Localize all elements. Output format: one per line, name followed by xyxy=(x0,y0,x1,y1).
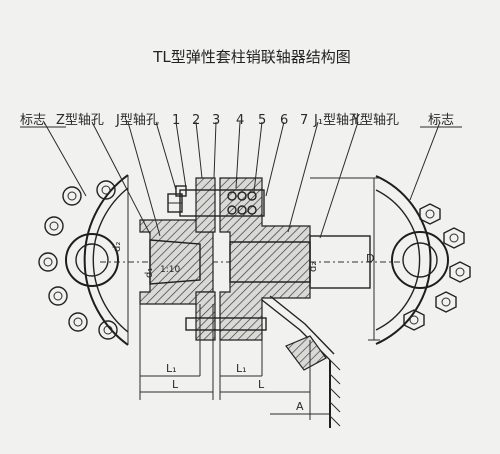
right-nut-heads xyxy=(403,203,471,331)
dim-d2-right: d₂ xyxy=(308,262,319,272)
left-pin-holes xyxy=(38,180,118,340)
label-part-4: 4 xyxy=(236,113,244,128)
dim-l-left: L xyxy=(172,378,179,391)
right-hub-bore xyxy=(391,231,449,289)
label-j1-bore: J₁型轴孔 xyxy=(313,113,362,128)
dimension-lines xyxy=(139,304,341,428)
dim-d2-left: d₂ xyxy=(112,242,123,252)
left-end-view xyxy=(38,174,129,346)
dim-d1: d₁ xyxy=(144,268,155,278)
label-z-bore: Z型轴孔 xyxy=(56,113,104,128)
section-view xyxy=(100,177,400,371)
dim-l1-left: L₁ xyxy=(166,362,177,375)
elastic-pin-upper xyxy=(167,189,265,217)
label-mark-left: 标志 xyxy=(20,113,46,128)
label-part-1: 1 xyxy=(172,113,180,128)
right-shaft xyxy=(309,235,371,289)
label-part-5: 5 xyxy=(258,113,266,128)
label-y-bore: Y型轴孔 xyxy=(351,113,399,128)
right-end-view xyxy=(375,175,471,345)
label-part-3: 3 xyxy=(212,113,220,128)
label-part-6: 6 xyxy=(280,113,288,128)
dim-taper: 1:10 xyxy=(160,265,180,275)
label-part-2: 2 xyxy=(192,113,200,128)
dim-a: A xyxy=(296,400,304,413)
dim-big-d: D xyxy=(366,252,374,265)
leader-lines xyxy=(20,121,462,239)
label-mark-right: 标志 xyxy=(428,113,454,128)
label-j-bore: J型轴孔 xyxy=(115,113,159,128)
dim-l1-right: L₁ xyxy=(236,362,247,375)
label-part-7: 7 xyxy=(300,113,308,128)
dim-l-right: L xyxy=(258,378,265,391)
left-hub-bore xyxy=(65,233,119,287)
diagram-title: TL型弹性套柱销联轴器结构图 xyxy=(152,48,351,66)
